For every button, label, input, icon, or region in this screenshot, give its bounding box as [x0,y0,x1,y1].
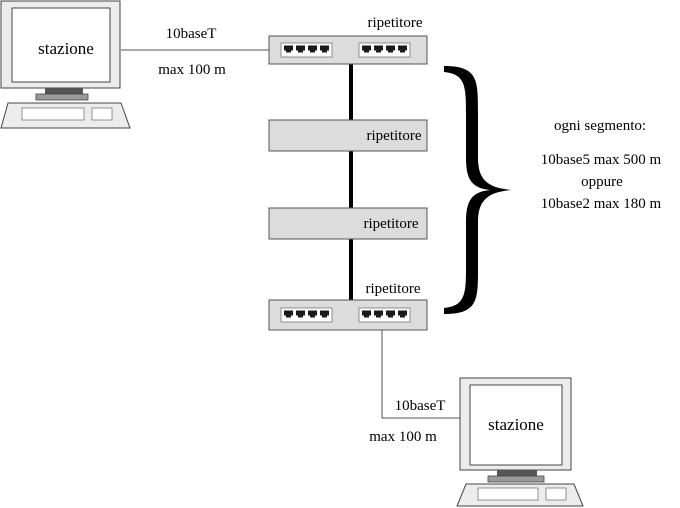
port-group [280,307,411,323]
rj45-port-icon [374,45,383,53]
rj45-port-icon [284,45,293,53]
rj45-port-icon [296,310,305,318]
monitor-base [35,93,89,101]
rj45-port-icon [374,310,383,318]
segment-note-line1: 10base5 max 500 m [541,152,662,168]
rj45-port-icon [398,310,407,318]
rj45-port-icon [308,45,317,53]
rj45-port-icon [362,45,371,53]
port-well [280,307,333,323]
rj45-port-icon [386,45,395,53]
monitor-screen [469,384,563,466]
port-well [358,307,411,323]
repeater-1: ripetitore [268,15,428,65]
top-link-limit: max 100 m [158,62,226,78]
keyboard-numpad [545,487,567,501]
rj45-port-icon [320,45,329,53]
bottom-link-limit: max 100 m [369,429,437,445]
rj45-port-icon [296,45,305,53]
monitor-screen [11,7,111,83]
station-label: stazione [488,415,544,434]
top-link-medium: 10baseT [166,26,217,42]
repeater-3: ripetitore [268,207,428,240]
segment-note-line3: 10base2 max 180 m [541,196,662,212]
repeater-4: ripetitore [268,281,428,331]
repeater-box [268,119,428,152]
repeater-label: ripetitore [366,281,421,297]
rj45-port-icon [386,310,395,318]
segment-brace [444,66,512,314]
port-well [280,42,333,58]
rj45-port-icon [398,45,407,53]
keyboard-keys [477,487,539,501]
rj45-port-icon [284,310,293,318]
repeater-box [268,207,428,240]
rj45-port-icon [362,310,371,318]
port-group [280,42,411,58]
segment-note-heading: ogni segmento: [554,118,646,134]
repeater-label: ripetitore [364,216,419,232]
repeater-2: ripetitore [268,119,428,152]
monitor-stand [497,470,537,476]
keyboard-keys [21,107,85,121]
station-bottom-right: stazione [456,377,584,507]
repeater-label: ripetitore [367,128,422,144]
station-label: stazione [38,39,94,58]
monitor-stand [45,88,83,94]
segment-note-line2: oppure [581,174,623,190]
rj45-port-icon [308,310,317,318]
bottom-station-cable [381,330,460,419]
repeater-label: ripetitore [368,15,423,31]
keyboard-numpad [91,107,113,121]
rj45-port-icon [320,310,329,318]
station-top-left: stazione [0,0,131,129]
monitor-base [487,475,545,483]
port-well [358,42,411,58]
bottom-link-medium: 10baseT [395,398,446,414]
